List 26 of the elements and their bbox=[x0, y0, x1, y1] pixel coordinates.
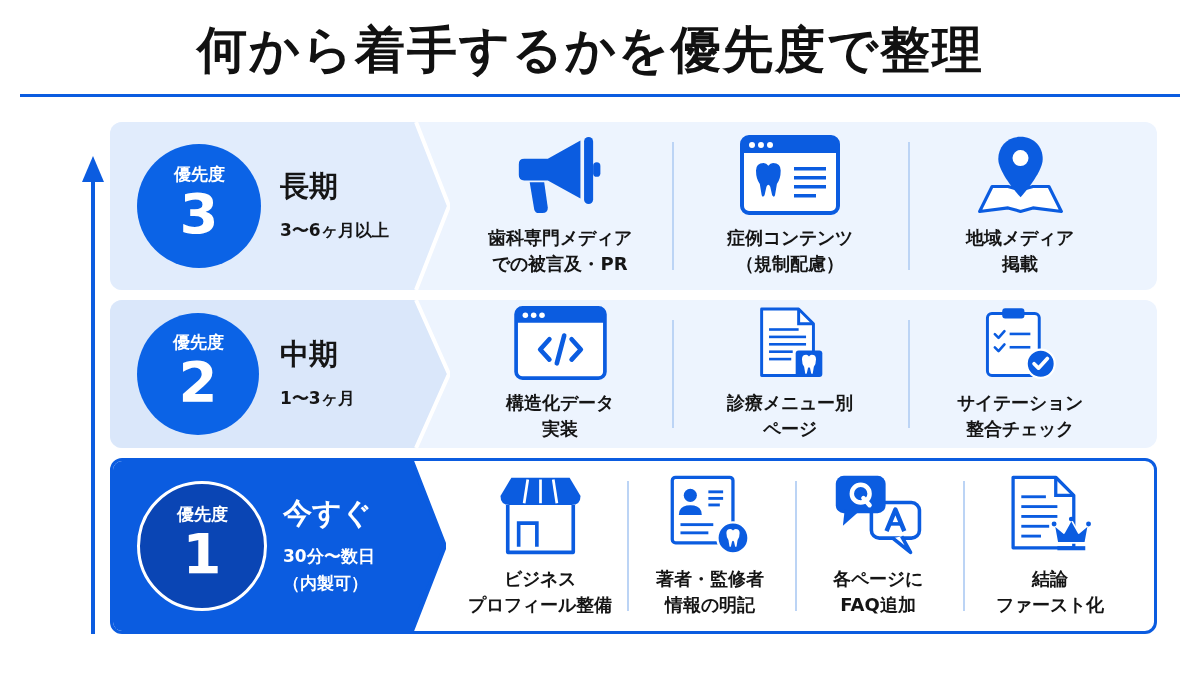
task-label: ビジネスプロフィール整備 bbox=[468, 566, 612, 617]
priority-row-panel bbox=[110, 122, 1157, 290]
priority-label: 優先度 bbox=[172, 332, 224, 353]
priority-row-panel bbox=[110, 458, 1157, 634]
task-label: 各ページにFAQ追加 bbox=[833, 566, 923, 617]
task-label: 構造化データ実装 bbox=[506, 390, 614, 441]
priority-number: 1 bbox=[182, 524, 222, 584]
term-heading: 中期 bbox=[280, 336, 338, 373]
term-duration: 3〜6ヶ月以上 bbox=[280, 218, 389, 242]
task-label: 診療メニュー別ページ bbox=[727, 390, 853, 441]
task-label: 歯科専門メディアでの被言及・PR bbox=[488, 225, 632, 276]
term-heading: 今すぐ bbox=[283, 494, 372, 531]
term-duration: 30分〜数日（内製可） bbox=[283, 544, 375, 596]
priority-number: 3 bbox=[179, 184, 219, 244]
priority-label: 優先度 bbox=[176, 504, 228, 525]
term-heading: 長期 bbox=[280, 168, 338, 205]
priority-row-panel bbox=[110, 300, 1157, 448]
priority-number: 2 bbox=[178, 352, 218, 412]
task-label: 地域メディア掲載 bbox=[966, 225, 1074, 276]
task-label: 著者・監修者情報の明記 bbox=[656, 566, 764, 617]
task-label: 結論ファースト化 bbox=[996, 566, 1104, 617]
task-label: サイテーション整合チェック bbox=[957, 390, 1083, 441]
term-duration: 1〜3ヶ月 bbox=[280, 386, 355, 410]
priority-label: 優先度 bbox=[173, 164, 225, 185]
page-title: 何から着手するかを優先度で整理 bbox=[196, 20, 984, 80]
task-label: 症例コンテンツ（規制配慮） bbox=[727, 225, 853, 276]
